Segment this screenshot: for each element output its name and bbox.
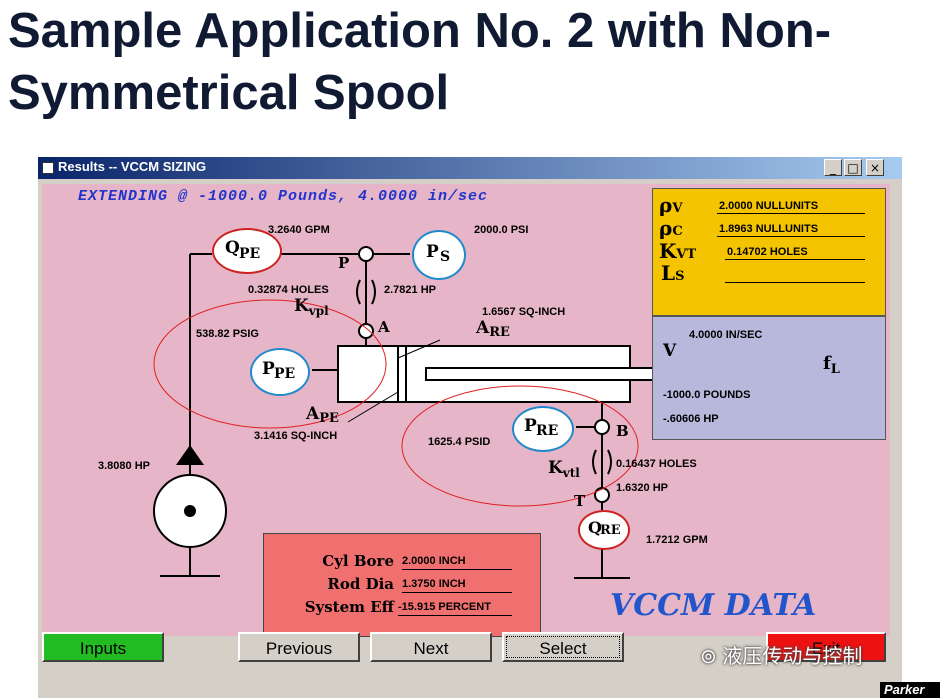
qre-flow-value: 1.7212 GPM xyxy=(646,534,708,546)
select-button[interactable]: Select xyxy=(502,632,624,662)
velocity-label: V xyxy=(663,341,677,361)
port-t-node xyxy=(594,487,610,503)
fluid-properties-box: ρV 2.0000 NULLUNITS ρC 1.8963 NULLUNITS … xyxy=(652,188,886,316)
ape-label: APE xyxy=(306,404,339,426)
wechat-icon: ⊚ xyxy=(700,646,723,668)
kvpl-label: Kvpl xyxy=(294,296,329,318)
kvpl-orifice xyxy=(356,279,361,305)
annotation-circle-pe xyxy=(153,299,387,429)
are-area-value: 1.6567 SQ-INCH xyxy=(482,306,566,318)
cylinder-summary-box: Cyl Bore 2.0000 INCH Rod Dia 1.3750 INCH… xyxy=(263,533,541,637)
exit-button[interactable]: Exit xyxy=(766,632,886,662)
kvtl-orifice xyxy=(592,449,597,475)
kvpl-holes-value: 0.32874 HOLES xyxy=(248,284,329,296)
system-eff-label: System Eff xyxy=(304,598,394,616)
are-label: ARE xyxy=(476,318,510,340)
annotation-circle-re xyxy=(401,385,639,507)
previous-button[interactable]: Previous xyxy=(238,632,360,662)
window-title: Results -- VCCM SIZING xyxy=(58,159,207,174)
qpe-flow-gauge: Q PE xyxy=(212,228,282,274)
prop-row: KVT 0.14702 HOLES xyxy=(659,239,808,263)
port-b-label: B xyxy=(616,422,629,440)
qre-flow-gauge: Q RE xyxy=(578,510,630,550)
pump-direction-arrow xyxy=(176,445,204,465)
port-p-node xyxy=(358,246,374,262)
results-panel: EXTENDING @ -1000.0 Pounds, 4.0000 in/se… xyxy=(42,184,890,637)
cyl-bore-value: 2.0000 INCH xyxy=(402,555,466,567)
system-eff-value: -15.915 PERCENT xyxy=(398,601,491,613)
prop-row: ρC 1.8963 NULLUNITS xyxy=(659,216,819,240)
kvtl-holes-value: 0.16437 HOLES xyxy=(616,458,697,470)
ps-pressure-value: 2000.0 PSI xyxy=(474,224,529,236)
load-conditions-box: 4.0000 IN/SEC V fL -1000.0 POUNDS -.6060… xyxy=(652,316,886,440)
kvtl-label: Kvtl xyxy=(548,458,580,480)
corner-logo: Parker xyxy=(880,682,940,698)
operating-condition-header: EXTENDING @ -1000.0 Pounds, 4.0000 in/se… xyxy=(78,188,489,205)
cyl-bore-label: Cyl Bore xyxy=(322,552,394,570)
next-button[interactable]: Next xyxy=(370,632,492,662)
maximize-button[interactable]: □ xyxy=(844,159,862,176)
port-p-label: P xyxy=(338,254,350,272)
prop-row: LS xyxy=(661,261,685,285)
load-power-value: -.60606 HP xyxy=(663,413,719,425)
force-label: fL xyxy=(823,353,840,377)
rod-dia-label: Rod Dia xyxy=(327,575,394,593)
inputs-button[interactable]: Inputs xyxy=(42,632,164,662)
ape-area-value: 3.1416 SQ-INCH xyxy=(254,430,338,442)
pump-hp-value: 3.8080 HP xyxy=(98,460,150,472)
slide-title: Sample Application No. 2 with Non-Symmet… xyxy=(8,4,832,120)
port-t-label: T xyxy=(574,492,586,510)
prop-row: ρV 2.0000 NULLUNITS xyxy=(659,193,819,217)
velocity-value: 4.0000 IN/SEC xyxy=(689,329,763,341)
port-a-node xyxy=(358,323,374,339)
rod-dia-value: 1.3750 INCH xyxy=(402,578,466,590)
pe-pressure-value: 538.82 PSIG xyxy=(196,328,259,340)
hydraulic-schematic xyxy=(153,246,820,579)
window-titlebar[interactable]: Results -- VCCM SIZING _ □ × xyxy=(38,157,902,179)
results-window: Results -- VCCM SIZING _ □ × EXTENDING @… xyxy=(38,157,902,698)
minimize-button[interactable]: _ xyxy=(824,159,842,176)
port-a-label: A xyxy=(378,318,390,336)
close-button[interactable]: × xyxy=(866,159,884,176)
vccm-data-brand: VCCM DATA xyxy=(610,588,817,623)
app-icon xyxy=(42,162,54,174)
port-b-node xyxy=(594,419,610,435)
kvtl-hp-value: 1.6320 HP xyxy=(616,482,668,494)
wechat-watermark: ⊚ 液压传动与控制 xyxy=(700,646,863,668)
force-value: -1000.0 POUNDS xyxy=(663,389,751,401)
re-pressure-value: 1625.4 PSID xyxy=(428,436,491,448)
ps-pressure-gauge: P S xyxy=(412,230,466,280)
ps-hp-value: 2.7821 HP xyxy=(384,284,436,296)
re-pressure-gauge: P RE xyxy=(512,406,574,452)
pe-pressure-gauge: P PE xyxy=(250,348,310,396)
qpe-flow-value: 3.2640 GPM xyxy=(268,224,330,236)
